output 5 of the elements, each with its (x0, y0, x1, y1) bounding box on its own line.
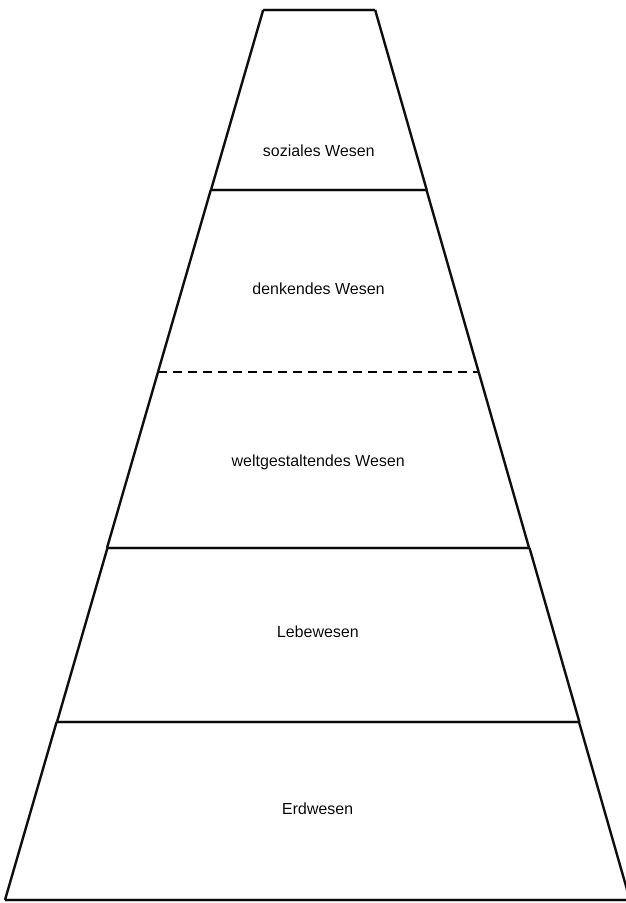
level-label: denkendes Wesen (252, 281, 384, 299)
level-label: Lebewesen (276, 624, 359, 642)
level-label: weltgestaltendes Wesen (232, 453, 405, 471)
level-label: soziales Wesen (262, 143, 375, 161)
level-label: Erdwesen (282, 801, 354, 819)
